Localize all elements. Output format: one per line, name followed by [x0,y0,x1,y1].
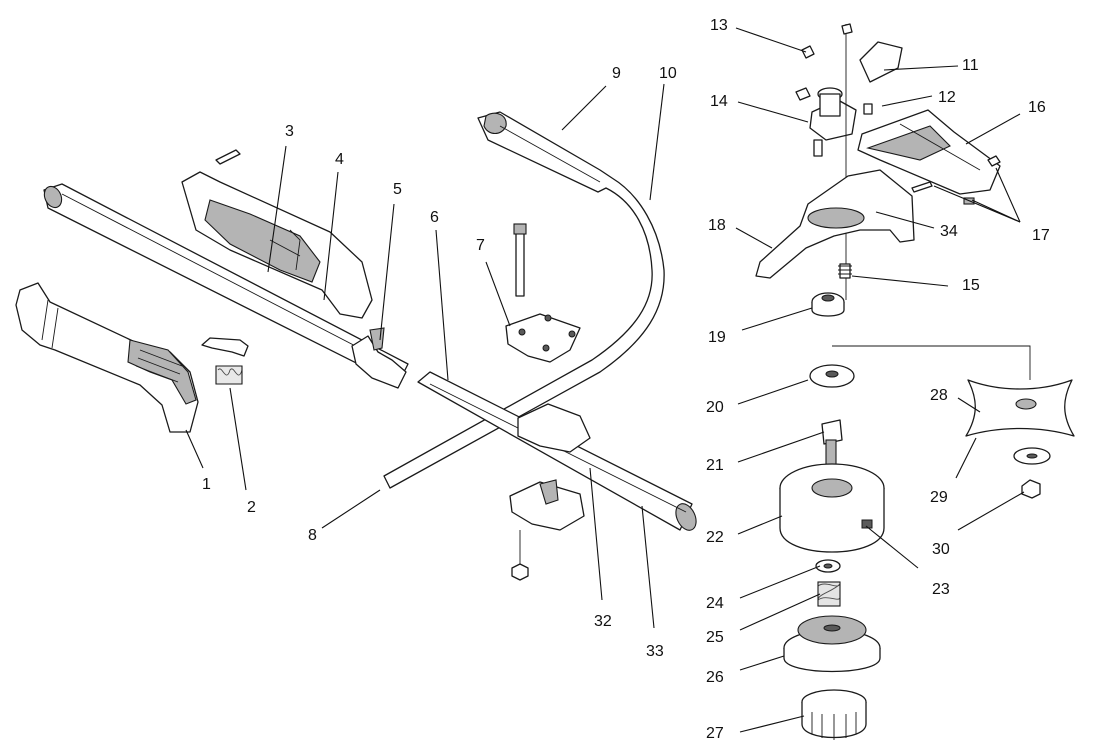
callout-1: 1 [202,476,211,493]
handle-housing-right-half [181,171,373,319]
blade-retainer [1013,447,1051,465]
housing-screw [215,149,241,165]
handle-clamp-upper [505,313,581,363]
throttle-trigger [201,337,249,357]
callout-30: 30 [932,541,950,558]
callout-34: 34 [940,223,958,240]
callout-22: 22 [706,529,724,546]
debris-shield [857,109,1001,195]
callout-16: 16 [1028,99,1046,116]
head-washer [815,559,841,573]
trimmer-head-housing [779,463,885,553]
spool [783,615,881,673]
shaft-coupling-clamp [351,327,407,389]
callout-20: 20 [706,399,724,416]
blade-nut [1021,479,1041,499]
callout-29: 29 [930,489,948,506]
clamp-bolt [513,223,527,297]
blade-axis-line [832,345,1031,380]
head-spring [817,581,841,607]
callout-24: 24 [706,595,724,612]
arbor-bolt [821,419,843,471]
handle-housing-left-half [15,282,199,433]
callout-33: 33 [646,643,664,660]
gearhead-assembly [809,24,903,300]
callout-2: 2 [247,499,256,516]
callout-32: 32 [594,613,612,630]
callout-13: 13 [710,17,728,34]
callout-14: 14 [710,93,728,110]
leader-lines [185,27,1025,733]
blade-adapter [809,364,855,388]
callout-4: 4 [335,151,344,168]
callout-28: 28 [930,387,948,404]
callout-17: 17 [1032,227,1050,244]
cutting-blade [965,379,1075,437]
guard-fastener [838,263,852,279]
drive-shaft-tube [43,183,409,385]
trigger-spring [215,365,243,385]
bump-knob [801,689,867,740]
shaft-extension [417,371,697,531]
loop-handle [383,111,665,489]
callout-6: 6 [430,209,439,226]
callout-15: 15 [962,277,980,294]
callout-8: 8 [308,527,317,544]
callout-5: 5 [393,181,402,198]
callout-12: 12 [938,89,956,106]
callout-19: 19 [708,329,726,346]
gearhead-screws [795,23,873,157]
callout-11: 11 [962,57,979,74]
callout-25: 25 [706,629,724,646]
callout-10: 10 [659,65,677,82]
clamp-nut [511,530,529,581]
callout-23: 23 [932,581,950,598]
callout-7: 7 [476,237,485,254]
callout-labels: 1 2 3 4 5 6 7 8 9 10 11 12 13 14 15 16 1… [202,17,1050,742]
callout-26: 26 [706,669,724,686]
callout-3: 3 [285,123,294,140]
guard-base [755,169,915,279]
callout-27: 27 [706,725,724,742]
handle-clamp-lower [509,403,591,531]
callout-21: 21 [706,457,724,474]
callout-9: 9 [612,65,621,82]
callout-18: 18 [708,217,726,234]
bearing-washer [811,292,845,317]
